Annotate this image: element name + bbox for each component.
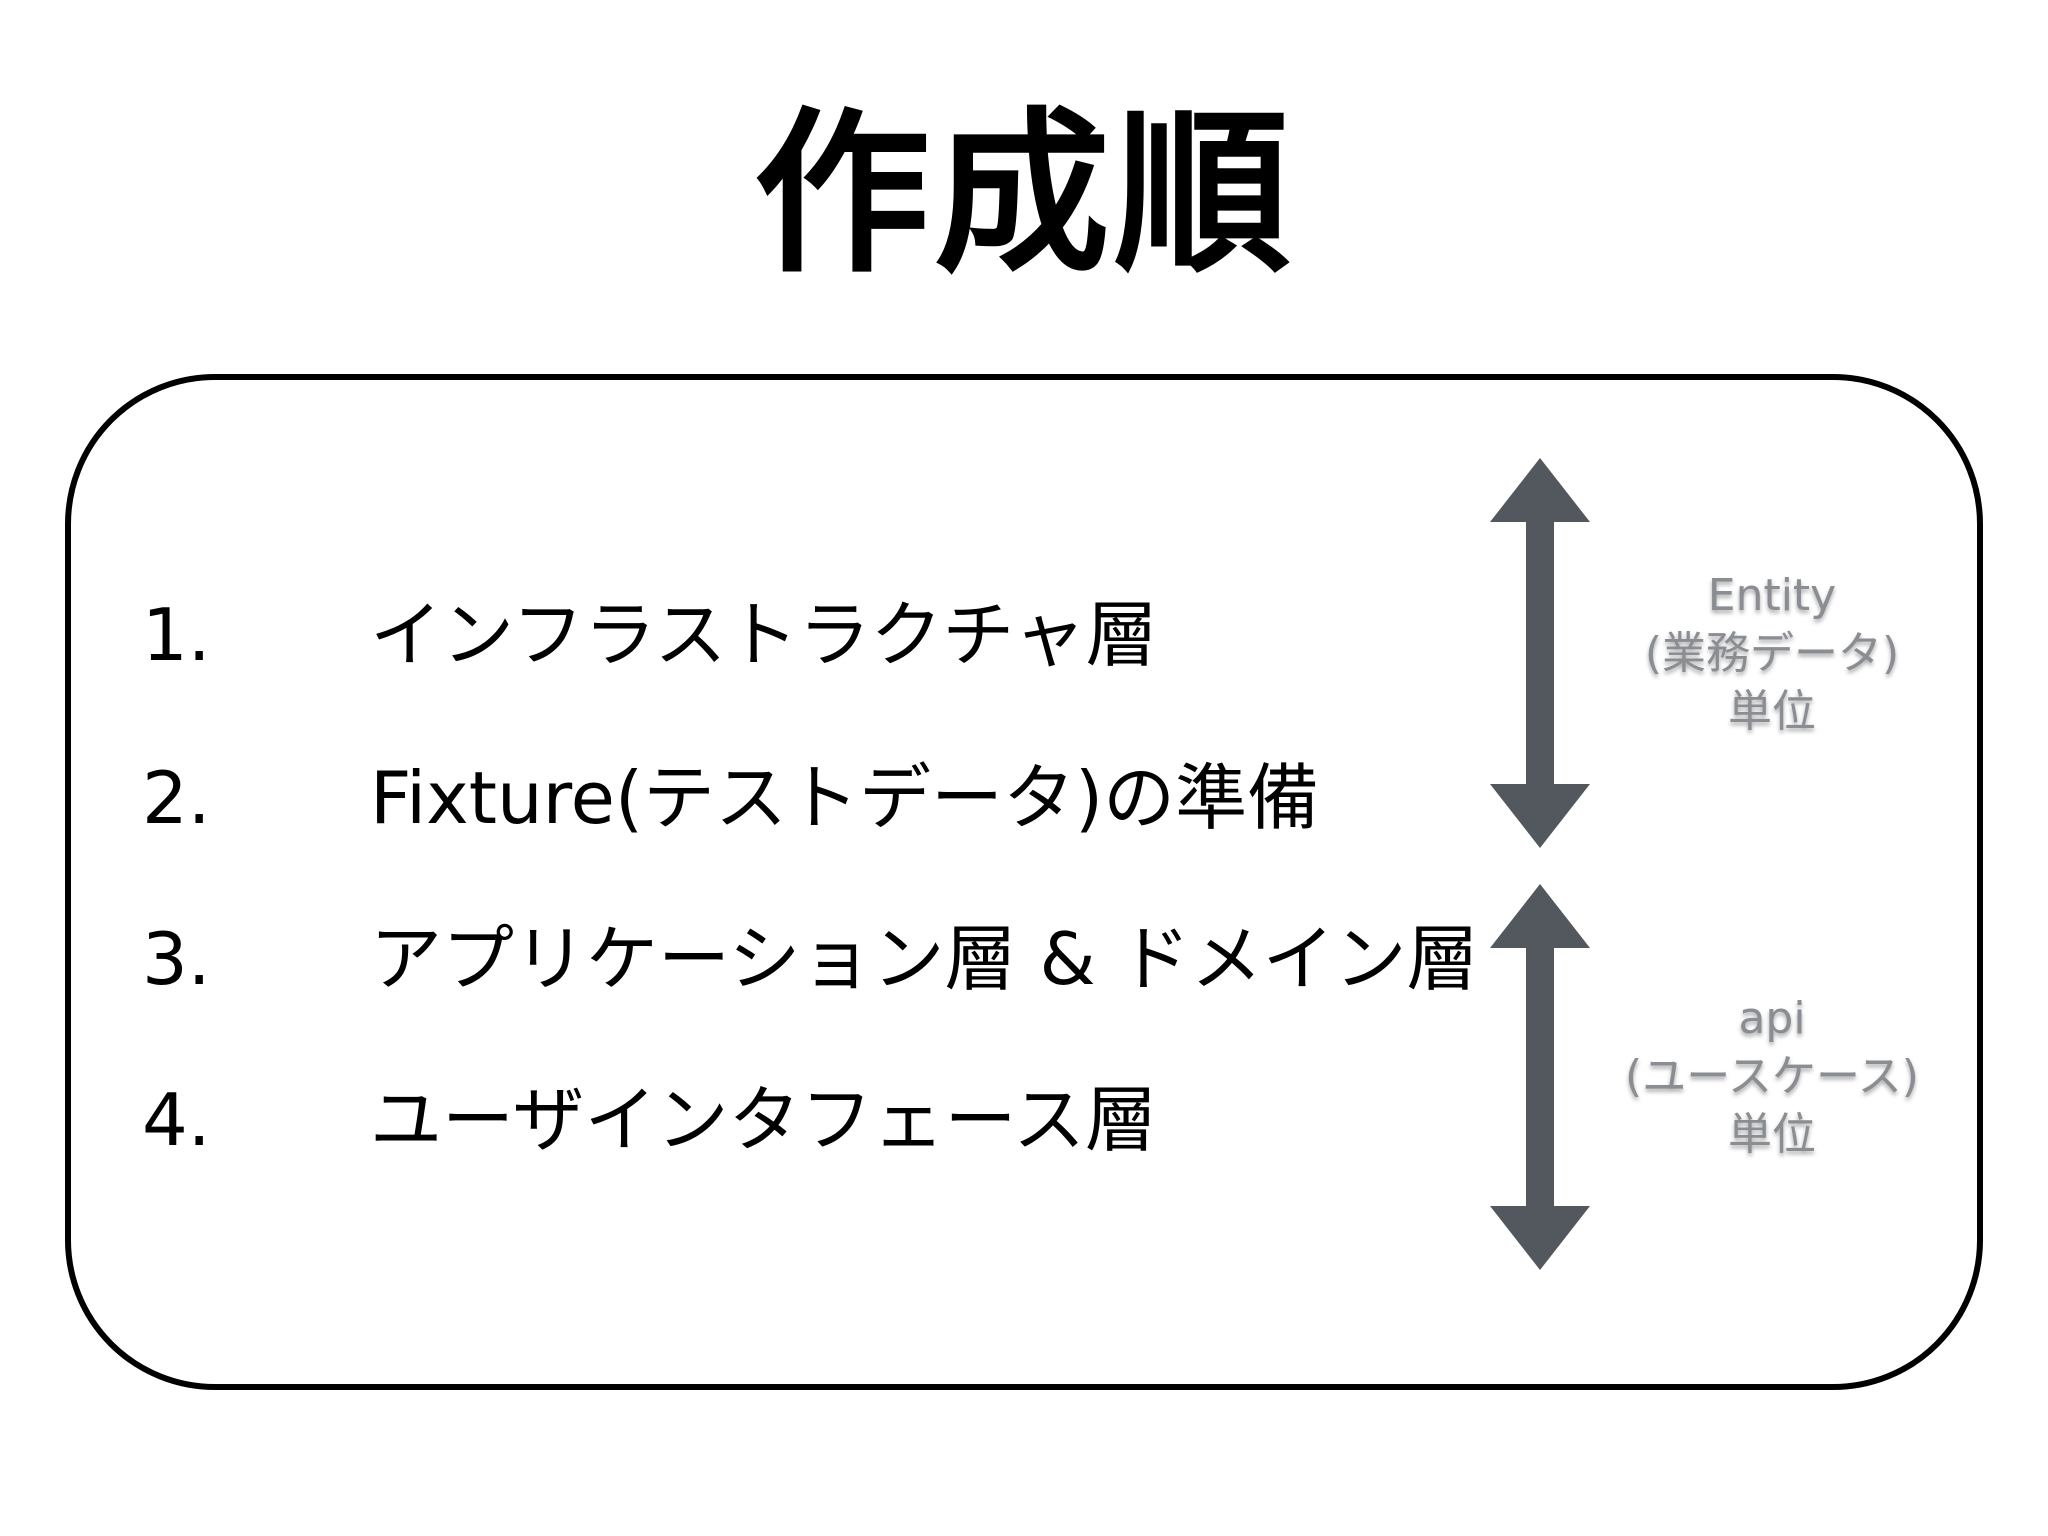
double-headed-arrow-icon [1490,458,1590,848]
slide-title: 作成順 [753,92,1294,297]
double-headed-arrow-icon [1490,884,1590,1270]
step-item-2: 2. Fixture(テストデータ)の準備 [0,748,1640,848]
scope-label-line: 単位 [1728,686,1816,737]
api-scope-label: api (ユースケース) 単位 [1602,990,1942,1164]
scope-label-line: api [1738,993,1806,1044]
scope-label-line: Entity [1707,570,1837,621]
step-label: インフラストラクチャ層 [370,593,1158,677]
step-item-4: 4. ユーザインタフェース層 [0,1070,1640,1170]
step-number: 2. [142,756,211,840]
step-number: 4. [142,1078,211,1162]
scope-label-line: 単位 [1728,1109,1816,1160]
steps-frame [65,374,1983,1390]
entity-scope-label: Entity (業務データ) 単位 [1602,567,1942,741]
step-item-1: 1. インフラストラクチャ層 [0,585,1640,685]
scope-label-line: (業務データ) [1644,628,1900,679]
step-item-3: 3. アプリケーション層 & ドメイン層 [0,909,1640,1009]
scope-label-line: (ユースケース) [1625,1051,1919,1102]
step-number: 1. [142,593,211,677]
step-label: Fixture(テストデータ)の準備 [370,756,1320,840]
step-label: ユーザインタフェース層 [370,1078,1157,1162]
step-label: アプリケーション層 & ドメイン層 [370,917,1479,1001]
step-number: 3. [142,917,211,1001]
